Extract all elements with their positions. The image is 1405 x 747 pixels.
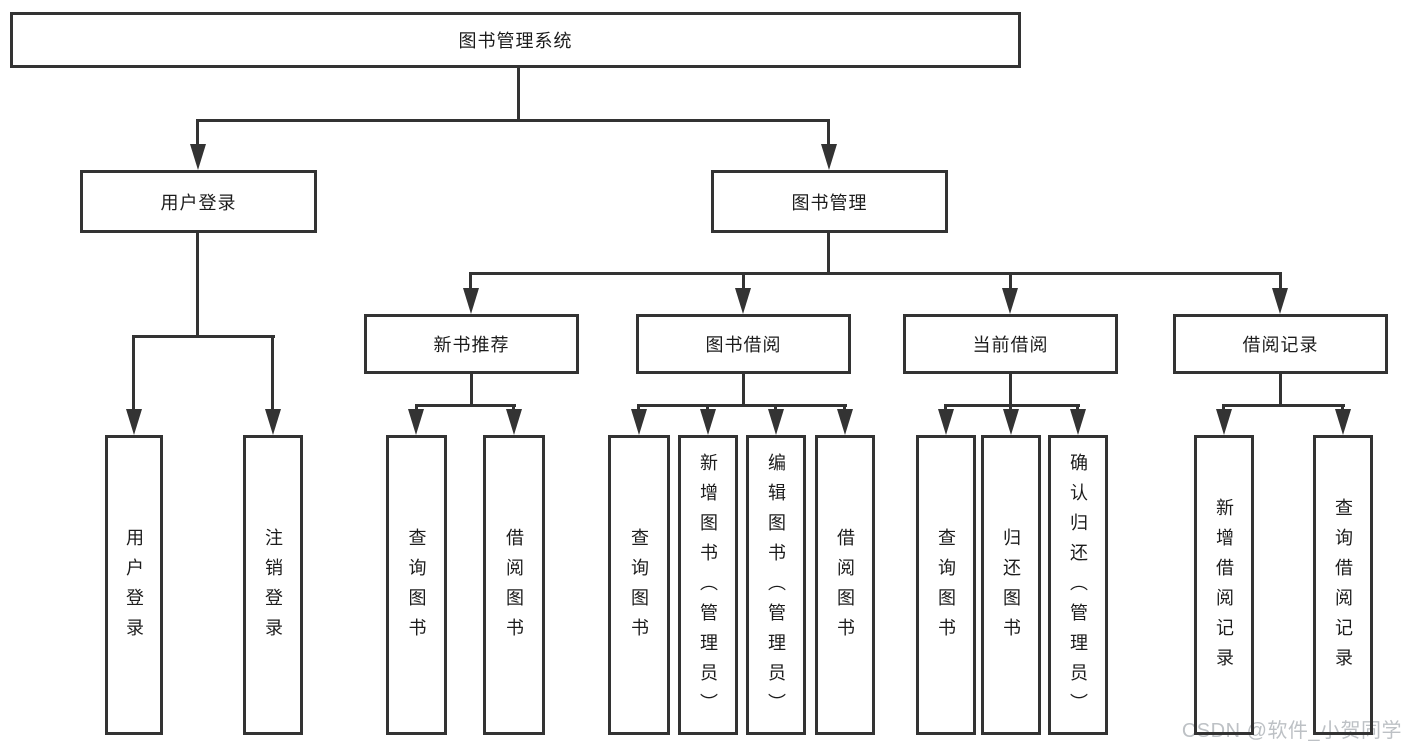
connector-line	[415, 404, 418, 410]
leaf-confirm-return-admin: 确认归还（管理员）	[1048, 435, 1108, 735]
arrow-down-icon	[700, 409, 716, 435]
arrow-down-icon	[463, 288, 479, 314]
connector-line	[1076, 404, 1079, 410]
connector-line	[1222, 404, 1225, 410]
arrow-down-icon	[837, 409, 853, 435]
leaf-query-book-current: 查询图书	[916, 435, 976, 735]
arrow-down-icon	[1216, 409, 1232, 435]
leaf-logout: 注销登录	[243, 435, 303, 735]
node-user-login: 用户登录	[80, 170, 317, 233]
leaf-borrow-book-recommend: 借阅图书	[483, 435, 545, 735]
connector-line	[944, 404, 947, 410]
connector-line	[1341, 404, 1344, 410]
leaf-edit-book-admin: 编辑图书（管理员）	[746, 435, 806, 735]
leaf-query-book-recommend: 查询图书	[386, 435, 447, 735]
connector-line	[196, 119, 199, 144]
arrow-down-icon	[1335, 409, 1351, 435]
connector-line	[944, 404, 1080, 407]
connector-line	[1009, 404, 1012, 410]
arrow-down-icon	[190, 144, 206, 170]
arrow-down-icon	[1070, 409, 1086, 435]
connector-line	[637, 404, 640, 410]
connector-line	[470, 374, 473, 404]
connector-line	[742, 272, 745, 288]
connector-line	[512, 404, 515, 410]
arrow-down-icon	[265, 409, 281, 435]
node-borrow-records: 借阅记录	[1173, 314, 1388, 374]
leaf-add-borrow-record: 新增借阅记录	[1194, 435, 1254, 735]
connector-line	[827, 233, 830, 272]
leaf-add-book-admin: 新增图书（管理员）	[678, 435, 738, 735]
connector-line	[132, 335, 275, 338]
connector-line	[1009, 374, 1012, 404]
connector-line	[415, 404, 516, 407]
connector-line	[1009, 272, 1012, 288]
connector-line	[637, 404, 847, 407]
leaf-user-login: 用户登录	[105, 435, 163, 735]
connector-line	[1279, 272, 1282, 288]
leaf-return-book: 归还图书	[981, 435, 1041, 735]
arrow-down-icon	[938, 409, 954, 435]
arrow-down-icon	[768, 409, 784, 435]
connector-line	[517, 68, 520, 119]
connector-line	[843, 404, 846, 410]
node-current-borrow: 当前借阅	[903, 314, 1118, 374]
leaf-query-book-borrow: 查询图书	[608, 435, 670, 735]
connector-line	[827, 119, 830, 144]
connector-line	[1222, 404, 1345, 407]
arrow-down-icon	[408, 409, 424, 435]
arrow-down-icon	[1272, 288, 1288, 314]
arrow-down-icon	[735, 288, 751, 314]
connector-line	[706, 404, 709, 410]
connector-line	[469, 272, 472, 288]
connector-line	[774, 404, 777, 410]
arrow-down-icon	[1002, 288, 1018, 314]
arrow-down-icon	[126, 409, 142, 435]
csdn-watermark: CSDN @软件_小贺同学	[1181, 720, 1402, 742]
node-book-management: 图书管理	[711, 170, 948, 233]
connector-line	[742, 374, 745, 404]
arrow-down-icon	[821, 144, 837, 170]
arrow-down-icon	[1003, 409, 1019, 435]
arrow-down-icon	[631, 409, 647, 435]
connector-line	[196, 119, 830, 122]
node-book-borrow: 图书借阅	[636, 314, 851, 374]
node-root: 图书管理系统	[10, 12, 1021, 68]
node-new-book-recommend: 新书推荐	[364, 314, 579, 374]
connector-line	[1279, 374, 1282, 404]
leaf-query-borrow-record: 查询借阅记录	[1313, 435, 1373, 735]
connector-line	[196, 233, 199, 335]
arrow-down-icon	[506, 409, 522, 435]
leaf-borrow-book: 借阅图书	[815, 435, 875, 735]
connector-line	[132, 335, 135, 409]
connector-line	[469, 272, 1282, 275]
connector-line	[271, 335, 274, 409]
